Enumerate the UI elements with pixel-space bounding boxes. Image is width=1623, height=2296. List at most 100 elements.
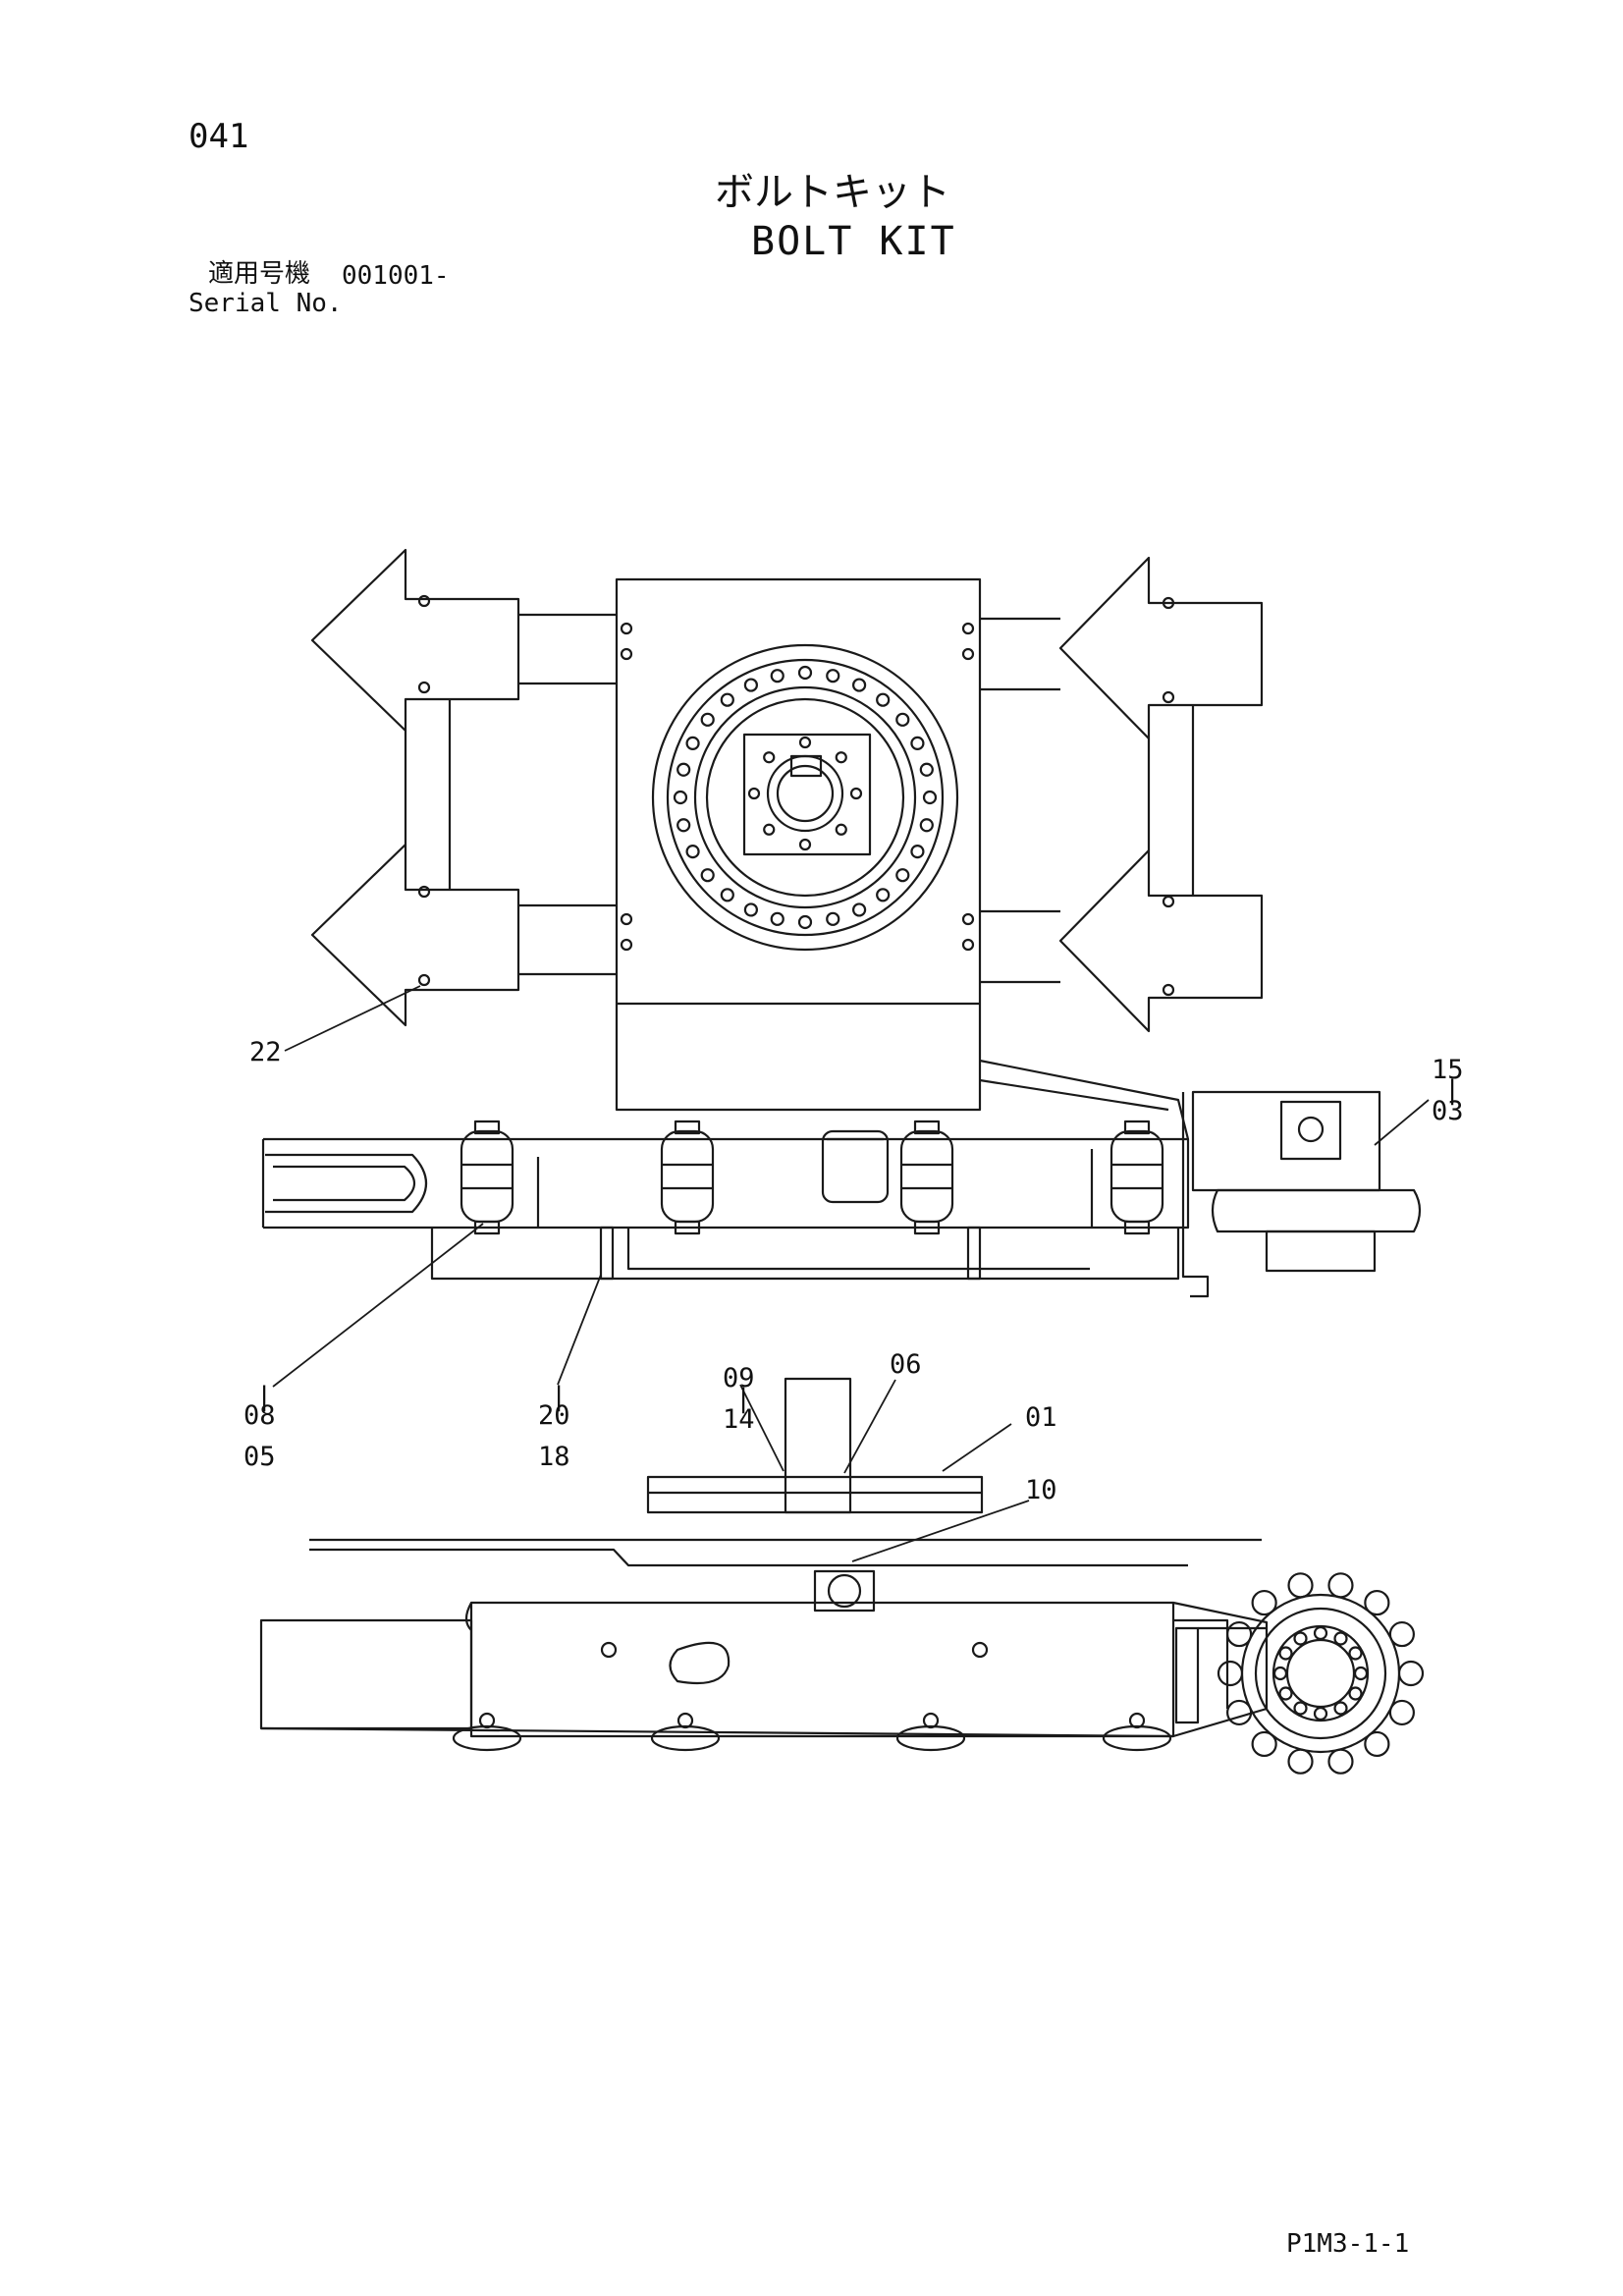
flange-bolt (700, 868, 715, 883)
callout-dash-15-03: | (1444, 1075, 1460, 1106)
sprocket-bolt (1333, 1631, 1348, 1646)
sprocket-bolt (1293, 1701, 1308, 1716)
roller-bolt-top (1123, 1120, 1151, 1135)
flange-bolt (919, 762, 934, 777)
callout-06: 06 (890, 1349, 922, 1380)
sprocket-bolt (1278, 1686, 1293, 1701)
flange-bolt (770, 669, 784, 683)
page-title-japanese: ボルトキット (715, 170, 950, 215)
sprocket-bolt (1313, 1706, 1328, 1722)
sprocket-tooth (1287, 1748, 1314, 1775)
flange-bolt (743, 678, 758, 692)
left-arm-link (404, 699, 452, 890)
flange-bolt (673, 790, 688, 805)
flange-bolt (910, 736, 925, 750)
callout-14: 14 (723, 1404, 755, 1435)
main-housing-top-view (615, 577, 982, 1112)
left-track-arm-lower (310, 843, 617, 1027)
page-number: 041 (189, 117, 249, 156)
inner-bolt (849, 787, 863, 800)
undercarriage-side-view (259, 1377, 1269, 1738)
flange-bolt (743, 902, 758, 917)
carrier-roller (899, 1129, 954, 1224)
flange-bolt (910, 845, 925, 859)
callout-08: 08 (243, 1400, 276, 1431)
sprocket-tooth (1364, 1730, 1390, 1758)
flange-bolt (676, 818, 691, 833)
carrier-rollers (460, 1120, 1164, 1235)
flange-bolt (826, 911, 840, 926)
inner-bolt (835, 823, 847, 836)
sprocket-teeth (1217, 1572, 1425, 1775)
carrier-roller (460, 1129, 514, 1224)
flange-bolt (720, 692, 734, 707)
roller-bolt-top (674, 1120, 701, 1135)
sprocket-tooth (1287, 1572, 1314, 1599)
callout-18: 18 (538, 1442, 570, 1472)
flange-bolt (922, 790, 938, 805)
callout-dash-08-05: | (256, 1382, 272, 1412)
sprocket-tooth (1388, 1620, 1415, 1648)
callout-20: 20 (538, 1400, 570, 1431)
sprocket-tooth (1251, 1589, 1277, 1616)
flange-bolt (852, 678, 867, 692)
roller-bolt-bottom (674, 1220, 701, 1235)
roller-bolt-top (913, 1120, 941, 1135)
inner-bolt (798, 736, 812, 749)
sprocket-tooth (1397, 1660, 1425, 1687)
inner-bolt (835, 751, 847, 764)
callout-labels: 22 15 03 08 05 20 18 09 14 06 01 10 | | … (243, 1037, 1464, 1505)
callout-15: 15 (1432, 1055, 1464, 1085)
callout-05: 05 (243, 1442, 276, 1472)
flange-bolt (826, 669, 840, 683)
right-arm-link (1147, 705, 1195, 896)
flange-bolt (919, 818, 934, 833)
carrier-roller (660, 1129, 715, 1224)
track-frame-side-view (261, 1059, 1422, 1298)
roller-bolt-bottom (913, 1220, 941, 1235)
flange-bolt (720, 888, 734, 902)
callout-09: 09 (723, 1363, 755, 1394)
drawing-code: P1M3-1-1 (1286, 2229, 1410, 2259)
sprocket-tooth (1217, 1660, 1244, 1687)
sprocket-tooth (1327, 1572, 1354, 1599)
sprocket-tooth (1364, 1589, 1390, 1616)
callout-01: 01 (1025, 1402, 1057, 1433)
sprocket-bolt (1293, 1631, 1308, 1646)
left-track-arm-upper (310, 548, 617, 733)
brackets-side-view-1 (599, 1226, 982, 1281)
flange-bolt (895, 712, 910, 727)
sprocket-tooth (1226, 1699, 1253, 1726)
inner-bolt (798, 838, 812, 851)
sprocket-tooth (1226, 1620, 1253, 1648)
flange-bolt-ring (673, 665, 938, 930)
flange-bolt (685, 845, 700, 859)
sprocket-tooth (1251, 1730, 1277, 1758)
flange-bolt (797, 665, 813, 681)
sprocket-tooth (1388, 1699, 1415, 1726)
flange-bolt (876, 692, 891, 707)
sprocket-bolts (1272, 1625, 1369, 1722)
inner-bolt (747, 787, 761, 800)
callout-dash-20-18: | (551, 1382, 567, 1412)
flange-bolt (797, 914, 813, 930)
callout-03: 03 (1432, 1096, 1464, 1126)
track-rollers-bottom (452, 1712, 1172, 1752)
sprocket-tooth (1327, 1748, 1354, 1775)
sprocket-bolt (1353, 1666, 1369, 1681)
flange-bolt (685, 736, 700, 750)
page-title-english: BOLT KIT (751, 219, 956, 264)
flange-bolt (852, 902, 867, 917)
roller-bolt-bottom (473, 1220, 501, 1235)
callout-22: 22 (249, 1037, 282, 1067)
sprocket-bolt (1333, 1701, 1348, 1716)
flange-bolt (676, 762, 691, 777)
flange-bolt (895, 868, 910, 883)
inner-bolt-ring (747, 736, 863, 851)
carrier-roller (1109, 1129, 1164, 1224)
roller-bolt-bottom (1123, 1220, 1151, 1235)
callout-dash-09-14: | (735, 1384, 751, 1414)
serial-label-english: Serial No. (189, 289, 343, 318)
flange-bolt (876, 888, 891, 902)
